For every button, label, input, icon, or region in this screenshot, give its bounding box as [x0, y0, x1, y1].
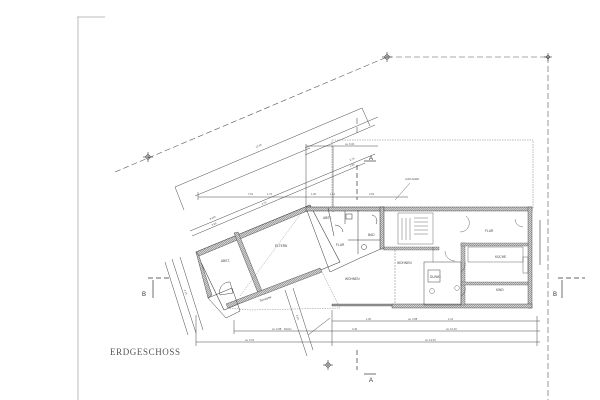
room-abst-small: ABST. [323, 216, 332, 220]
room-kind: KIND [496, 288, 504, 292]
dim-bottom-r1-a: 1.00 [366, 317, 372, 321]
dim-bottom-r1-c: 1.01 [448, 317, 454, 321]
dim-diag-c: 4.75 [261, 200, 268, 206]
room-kueche: KÜCHE [495, 255, 506, 259]
room-flur-left: FLUR [336, 243, 345, 247]
dimension-lines-left [164, 256, 314, 357]
room-wohnen-right: WOHNEN [397, 261, 412, 265]
dim-left-a: 3.665 [209, 214, 217, 220]
auflager-label: AUFLAGER [405, 177, 419, 181]
dim-top-row-2: 1.72 [267, 192, 273, 196]
room-flur-right: FLUR [485, 229, 494, 233]
section-label-b-right: B [553, 292, 557, 298]
section-label-a-bottom: A [369, 378, 373, 384]
room-wohnen-left: WOHNEN [345, 277, 360, 281]
dim-diag-a: 2.76 [349, 156, 356, 162]
west-wing [195, 204, 341, 319]
dim-bottom-r1-b: ca. 3.88 [408, 317, 418, 321]
dimension-lines-top [174, 107, 408, 237]
dim-side-a: 4.15 [183, 289, 189, 296]
dim-bottom-r2-b: 3.40 [352, 327, 358, 331]
property-boundary [114, 56, 549, 400]
dim-bottom-r2-a: ca. 6.88 [272, 327, 282, 331]
paper-frame [77, 16, 105, 400]
dim-bottom-r3-a: ca. 5.61 [245, 338, 255, 342]
room-du-wc: DU/WC [430, 275, 441, 279]
dim-top-row-5: 2.63 [369, 192, 375, 196]
dimension-lines-bottom [195, 310, 540, 346]
dim-top-row-1: 7.51 [248, 192, 254, 196]
dim-diag-b: 1.80 [349, 162, 356, 168]
middle-block [305, 206, 385, 273]
room-bad: BAD [368, 233, 375, 237]
terrasse-label: Terrasse [259, 295, 272, 303]
annex-outline [331, 139, 534, 209]
boundary-point-markers [143, 52, 552, 370]
dim-top-ca: ca. 6.00 [345, 142, 355, 146]
section-line-a [356, 160, 376, 375]
dim-bottom-r3-b: ca. 12.00 [425, 338, 436, 342]
section-label-b-left: B [142, 292, 146, 298]
dimension-texts: 12.45 ca. 6.00 7.51 1.72 1.00 1.61 2.63 … [183, 142, 457, 342]
dim-top-diag-long: 12.45 [255, 142, 263, 148]
dim-left-b: 3.89 [211, 221, 218, 227]
section-label-a-top: A [369, 156, 373, 162]
room-abst-left: ABST. [221, 259, 230, 263]
room-eltern: ELTERN [275, 244, 288, 248]
main-block [331, 206, 541, 309]
dach-label: DACH [284, 327, 291, 331]
dim-bottom-r2-c: ca. 10.20 [446, 327, 457, 331]
drawing-title: ERDGESCHOSS [110, 347, 181, 357]
dim-top-row-3: 1.00 [311, 192, 317, 196]
section-line-b [148, 277, 585, 298]
dim-top-row-4: 1.61 [330, 192, 336, 196]
room-labels: ABST. ELTERN ABST. FLUR BAD FLUR KÜCHE W… [221, 177, 506, 331]
dim-side-b: 3.50 [295, 314, 301, 321]
